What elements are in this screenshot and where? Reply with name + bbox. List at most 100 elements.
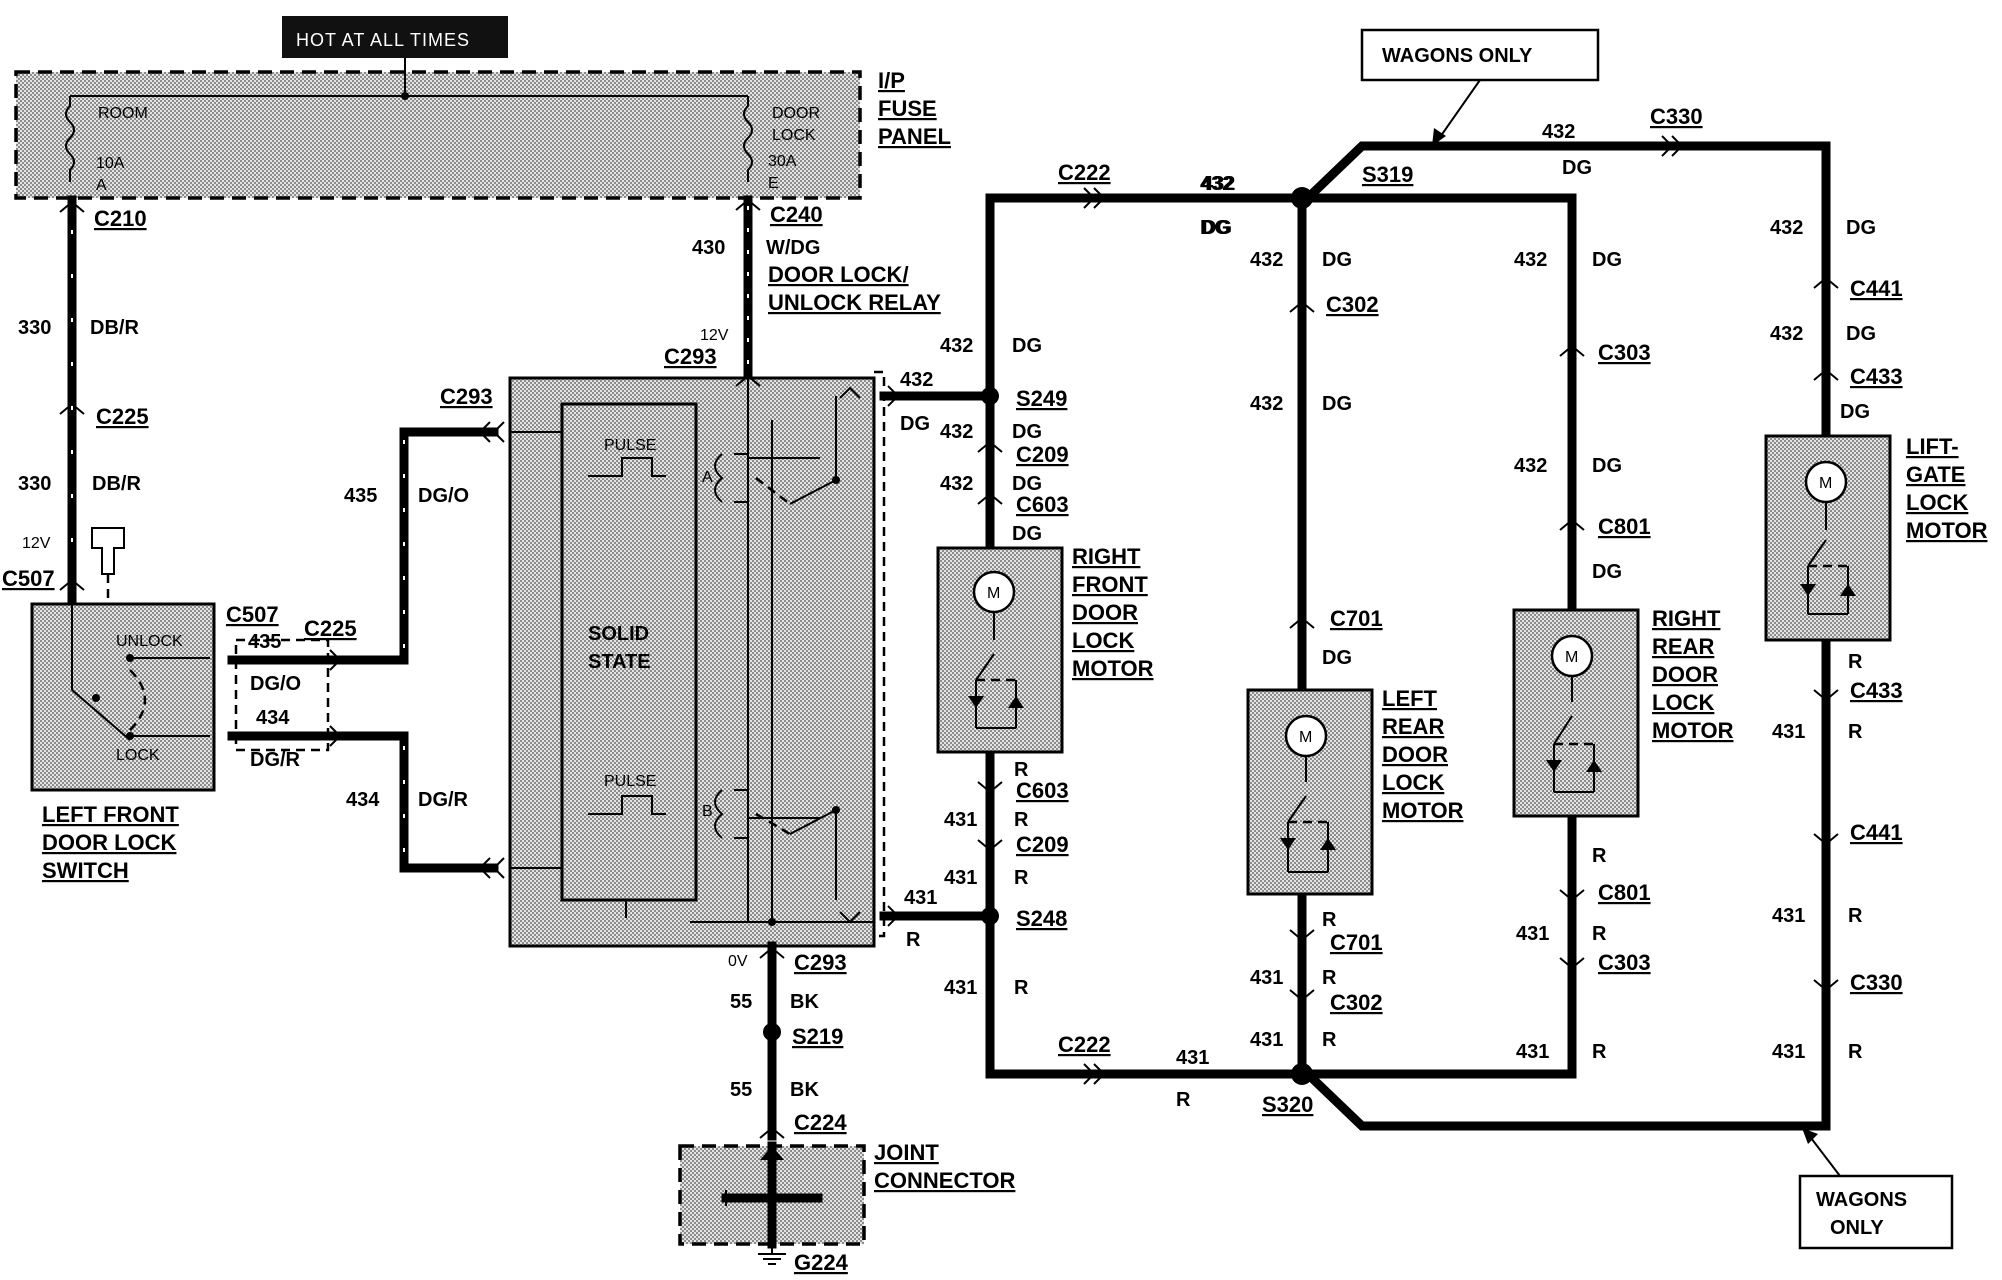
wagons-only-bottom: WAGONS ONLY bbox=[1798, 1128, 1954, 1250]
c431-rr: 431 bbox=[1516, 923, 1549, 945]
dg-rr-top: DG bbox=[1562, 157, 1592, 179]
rr-label-3: DOOR bbox=[1652, 662, 1718, 687]
lf-label-1: LEFT FRONT bbox=[42, 802, 179, 827]
r-rr: R bbox=[1592, 845, 1607, 867]
dg-o-color-2: DG/O bbox=[418, 485, 469, 507]
motor-m-rf: M bbox=[987, 585, 1000, 602]
s219-label: S219 bbox=[792, 1024, 843, 1049]
c432-output: 432 bbox=[900, 369, 933, 391]
s248-label: S248 bbox=[1016, 906, 1067, 931]
wagons-only-top: WAGONS ONLY bbox=[1360, 28, 1600, 146]
r-output: R bbox=[906, 929, 921, 951]
dg-lr-3: DG bbox=[1322, 647, 1352, 669]
relay-a-coil-icon bbox=[714, 453, 724, 503]
r-lr-3: R bbox=[1322, 1029, 1337, 1051]
lr-label-2: REAR bbox=[1382, 714, 1444, 739]
rf-label-2: FRONT bbox=[1072, 572, 1148, 597]
c293-top: C293 bbox=[664, 344, 717, 369]
dg-lg: DG bbox=[1846, 217, 1876, 239]
joint-label-2: CONNECTOR bbox=[874, 1168, 1015, 1193]
c701-lr-2: C701 bbox=[1330, 930, 1383, 955]
c330-top: C330 bbox=[1650, 104, 1703, 129]
dg-rr: DG bbox=[1592, 249, 1622, 271]
relay-label-2: UNLOCK RELAY bbox=[768, 290, 941, 315]
switch-actuator-icon bbox=[91, 527, 125, 575]
c330-number: 330 bbox=[18, 317, 51, 339]
c431-rf-2: 431 bbox=[944, 867, 977, 889]
lg-label-2: GATE bbox=[1906, 462, 1965, 487]
c430-number: 430 bbox=[692, 237, 725, 259]
rr-label-1: RIGHT bbox=[1652, 606, 1721, 631]
dg-output: DG bbox=[900, 413, 930, 435]
c55-number-2: 55 bbox=[730, 1079, 752, 1101]
c222-bottom: C222 bbox=[1058, 1032, 1111, 1057]
c432-lr: 432 bbox=[1250, 249, 1283, 271]
room-amp: 10A bbox=[96, 155, 125, 172]
c432-lg: 432 bbox=[1770, 217, 1803, 239]
c801-rr-2: C801 bbox=[1598, 880, 1651, 905]
lock-switch-label: LOCK bbox=[116, 747, 160, 764]
c222-top: C222 bbox=[1058, 160, 1111, 185]
c302-lr: C302 bbox=[1326, 292, 1379, 317]
c432-rr-2: 432 bbox=[1514, 455, 1547, 477]
liftgate-branch: 432 C330 432 DG C441 432 DG C433 DG R C4… bbox=[1307, 104, 1903, 1131]
c431-lg-3: 431 bbox=[1772, 1041, 1805, 1063]
r-rf: R bbox=[1014, 759, 1029, 781]
c330-bottom: C330 bbox=[1850, 970, 1903, 995]
rf-label-1: RIGHT bbox=[1072, 544, 1141, 569]
c432-rf: 432 bbox=[940, 335, 973, 357]
pulse-a-icon bbox=[588, 457, 666, 477]
c225-label: C225 bbox=[96, 404, 149, 429]
c431-rr-2: 431 bbox=[1516, 1041, 1549, 1063]
lr-label-3: DOOR bbox=[1382, 742, 1448, 767]
db-r-color: DB/R bbox=[90, 317, 139, 339]
dg-lg-2: DG bbox=[1846, 323, 1876, 345]
dg-lr: DG bbox=[1322, 249, 1352, 271]
r-rr-2: R bbox=[1592, 923, 1607, 945]
rr-label-4: LOCK bbox=[1652, 690, 1714, 715]
dg-rr-2: DG bbox=[1592, 455, 1622, 477]
dg-rf-3: DG bbox=[1012, 473, 1042, 495]
lock-label: LOCK bbox=[772, 127, 816, 144]
solid-state-label-1: SOLID bbox=[588, 623, 649, 645]
c441-bottom: C441 bbox=[1850, 820, 1903, 845]
c435-number: 435 bbox=[248, 631, 281, 653]
r-lg-2: R bbox=[1848, 721, 1863, 743]
s320-label: S320 bbox=[1262, 1092, 1313, 1117]
c432-rr: 432 bbox=[1514, 249, 1547, 271]
relay-label-1: DOOR LOCK/ bbox=[768, 262, 909, 287]
rf-label-5: MOTOR bbox=[1072, 656, 1154, 681]
c507-left: C507 bbox=[2, 566, 55, 591]
db-r-color-2: DB/R bbox=[92, 473, 141, 495]
door-lock-relay-module: C240 430 W/DG DOOR LOCK/ UNLOCK RELAY 12… bbox=[492, 195, 995, 1141]
c303-rr: C303 bbox=[1598, 340, 1651, 365]
r-rr-3: R bbox=[1592, 1041, 1607, 1063]
bk-color: BK bbox=[790, 991, 819, 1013]
w-dg-color: W/DG bbox=[766, 237, 820, 259]
joint-label-1: JOINT bbox=[874, 1140, 939, 1165]
dg-rf-4: DG bbox=[1012, 523, 1042, 545]
dg-r-color: DG/R bbox=[250, 749, 301, 771]
c432-top: 432 bbox=[1202, 173, 1235, 195]
bk-color-2: BK bbox=[790, 1079, 819, 1101]
s249-label: S249 bbox=[1016, 386, 1067, 411]
r-rf-4: R bbox=[1014, 977, 1029, 999]
wagons-only-bottom-label-1: WAGONS bbox=[1816, 1189, 1907, 1211]
c434-number: 434 bbox=[256, 707, 290, 729]
c433-bottom: C433 bbox=[1850, 678, 1903, 703]
room-pos: A bbox=[96, 177, 107, 194]
c432-lr-2: 432 bbox=[1250, 393, 1283, 415]
door-lock-fuse-icon bbox=[743, 96, 753, 182]
fuse-panel: HOT AT ALL TIMES ROOM 10A A DOOR LOCK 30… bbox=[14, 16, 951, 200]
c432-lg-2: 432 bbox=[1770, 323, 1803, 345]
c431-lg: 431 bbox=[1772, 721, 1805, 743]
door-pos: E bbox=[768, 175, 779, 192]
c435-number-2: 435 bbox=[344, 485, 377, 507]
r-bottom: R bbox=[1176, 1089, 1191, 1111]
dg-lg-3: DG bbox=[1840, 401, 1870, 423]
c431-rf: 431 bbox=[944, 809, 977, 831]
c433-top: C433 bbox=[1850, 364, 1903, 389]
v12-left: 12V bbox=[22, 535, 51, 552]
lr-label-1: LEFT bbox=[1382, 686, 1438, 711]
c432-rf-2: 432 bbox=[940, 421, 973, 443]
